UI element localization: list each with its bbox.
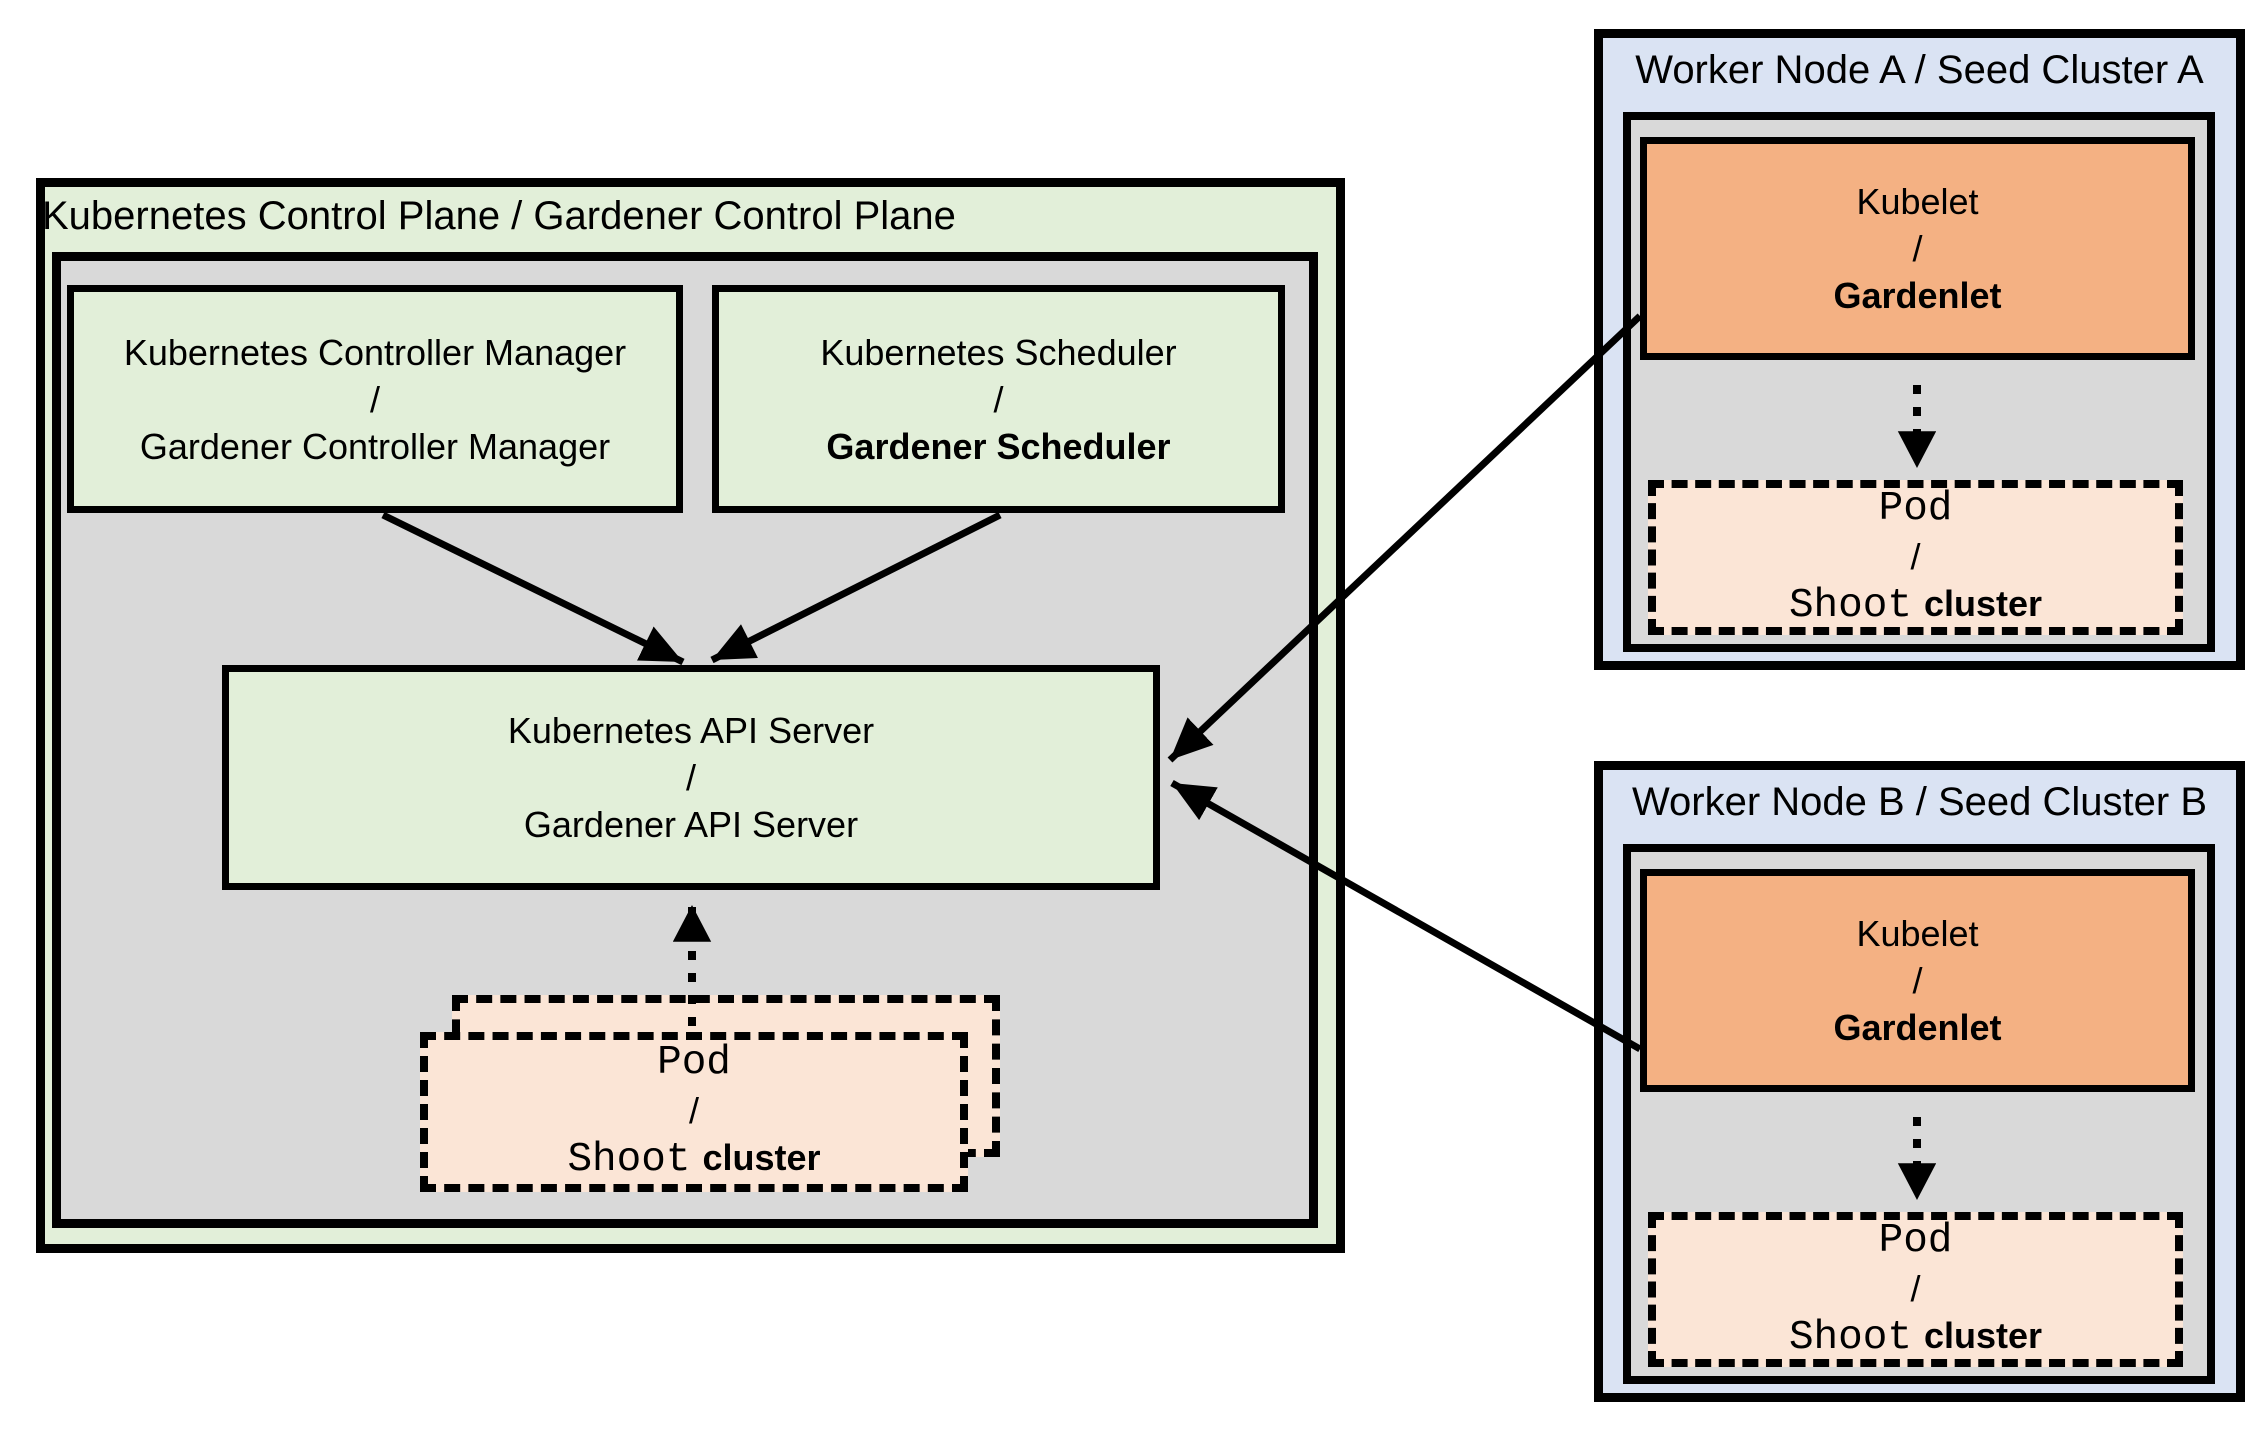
- pod-b-shoot-label: Shoot: [1788, 1314, 1912, 1361]
- controller-manager-box: Kubernetes Controller Manager / Gardener…: [67, 285, 683, 513]
- worker-node-b-title: Worker Node B / Seed Cluster B: [1631, 780, 2208, 824]
- worker-b-kubelet-box: Kubelet / Gardenlet: [1640, 869, 2195, 1092]
- worker-b-pod-box: Pod / Shoot cluster: [1648, 1212, 2183, 1367]
- worker-node-a-title: Worker Node A / Seed Cluster A: [1635, 48, 2204, 92]
- pod-a-slash: /: [1910, 535, 1921, 577]
- pod-a-line1: Pod: [1878, 485, 1953, 532]
- worker-a-pod-box: Pod / Shoot cluster: [1648, 480, 2183, 635]
- kubelet-a-slash: /: [1912, 228, 1923, 269]
- api-server-box: Kubernetes API Server / Gardener API Ser…: [222, 665, 1160, 890]
- pod-a-cluster-label: cluster: [1923, 582, 2043, 624]
- worker-a-kubelet-box: Kubelet / Gardenlet: [1640, 137, 2195, 360]
- scheduler-line1: Kubernetes Scheduler: [820, 331, 1177, 373]
- api-server-slash: /: [685, 757, 696, 798]
- control-plane-pod-box: Pod / Shoot cluster: [420, 1032, 968, 1192]
- pod-b-line1: Pod: [1878, 1217, 1953, 1264]
- controller-manager-line2: Gardener Controller Manager: [139, 425, 611, 467]
- pod-line1: Pod: [657, 1040, 731, 1086]
- pod-slash: /: [688, 1090, 699, 1131]
- kubelet-a-line1: Kubelet: [1856, 181, 1979, 222]
- api-server-line1: Kubernetes API Server: [507, 710, 875, 751]
- scheduler-box: Kubernetes Scheduler / Gardener Schedule…: [712, 285, 1285, 513]
- scheduler-line2: Gardener Scheduler: [826, 425, 1171, 467]
- kubelet-b-slash: /: [1912, 960, 1923, 1001]
- kubelet-b-line2: Gardenlet: [1833, 1007, 2002, 1048]
- scheduler-slash: /: [993, 378, 1004, 420]
- api-server-line2: Gardener API Server: [523, 804, 859, 845]
- controller-manager-slash: /: [369, 378, 380, 420]
- controller-manager-line1: Kubernetes Controller Manager: [123, 331, 627, 373]
- pod-cluster-label: cluster: [702, 1137, 821, 1178]
- pod-shoot-label: Shoot: [567, 1137, 691, 1183]
- pod-a-shoot-label: Shoot: [1788, 582, 1912, 629]
- control-plane-title: Kubernetes Control Plane / Gardener Cont…: [42, 194, 956, 238]
- pod-b-cluster-label: cluster: [1923, 1314, 2043, 1356]
- kubelet-b-line1: Kubelet: [1856, 913, 1979, 954]
- kubelet-a-line2: Gardenlet: [1833, 275, 2002, 316]
- pod-b-slash: /: [1910, 1267, 1921, 1309]
